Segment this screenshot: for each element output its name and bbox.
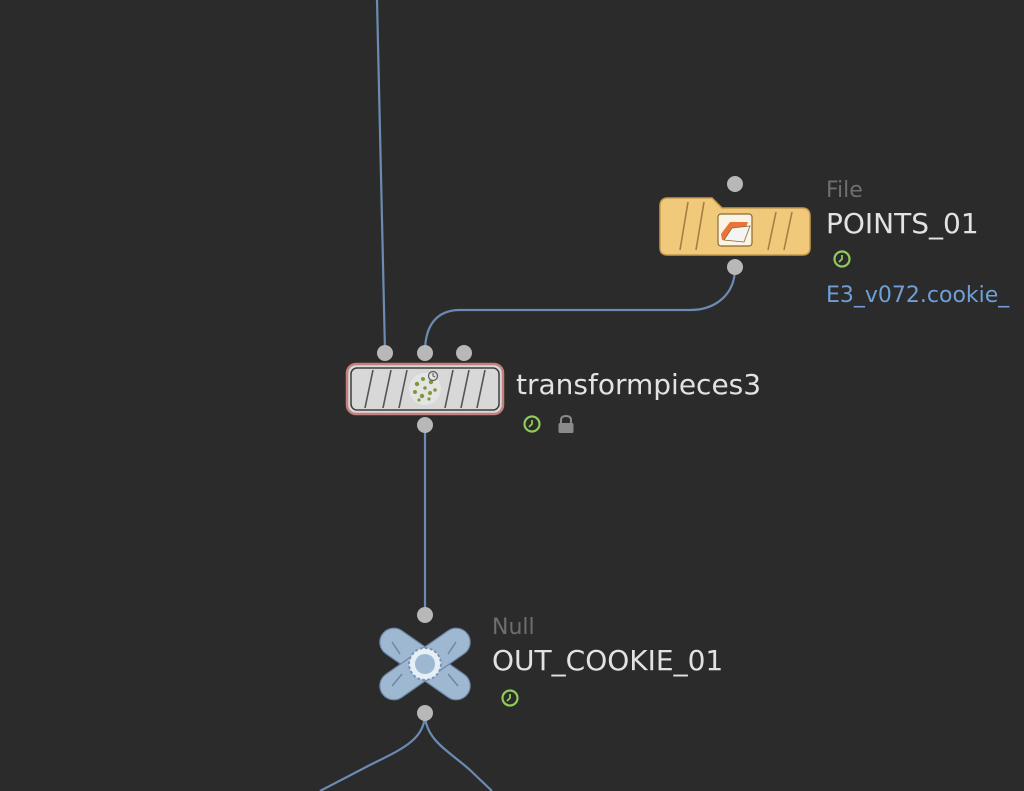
file-node-points[interactable] [658, 194, 812, 258]
file-folder-icon [717, 213, 753, 247]
wire-null-to-left[interactable] [319, 713, 427, 791]
file-node-type-label: File [826, 178, 863, 203]
transform-pieces-icon [409, 370, 441, 405]
null-node-icon [379, 627, 471, 701]
file-node-name[interactable]: POINTS_01 [826, 207, 979, 240]
transform-node-name[interactable]: transformpieces3 [516, 368, 762, 401]
lock-icon[interactable] [555, 413, 577, 435]
file-input-connector[interactable] [727, 176, 743, 192]
wire-upstream-to-transform[interactable] [375, 0, 387, 353]
file-node-path[interactable]: E3_v072.cookie_ [826, 283, 1010, 308]
transform-output-connector[interactable] [417, 417, 433, 433]
null-output-connector[interactable] [417, 705, 433, 721]
transform-pieces-node[interactable] [345, 362, 505, 416]
file-display-flag-icon[interactable] [832, 249, 852, 269]
transform-display-flag-icon[interactable] [522, 414, 542, 434]
transform-input-1-connector[interactable] [377, 345, 393, 361]
null-node-name[interactable]: OUT_COOKIE_01 [492, 644, 724, 677]
transform-input-2-connector[interactable] [417, 345, 433, 361]
null-node-type-label: Null [492, 615, 535, 640]
wire-file-to-transform[interactable] [423, 267, 737, 353]
null-input-connector[interactable] [417, 607, 433, 623]
wire-null-to-right[interactable] [423, 713, 493, 791]
null-display-flag-icon[interactable] [500, 688, 520, 708]
transform-input-3-connector[interactable] [456, 345, 472, 361]
transform-node-body[interactable] [345, 362, 505, 416]
file-output-connector[interactable] [727, 259, 743, 275]
null-node-body[interactable] [370, 624, 480, 704]
file-node-body[interactable] [658, 194, 812, 258]
null-node-out-cookie[interactable] [370, 624, 480, 704]
